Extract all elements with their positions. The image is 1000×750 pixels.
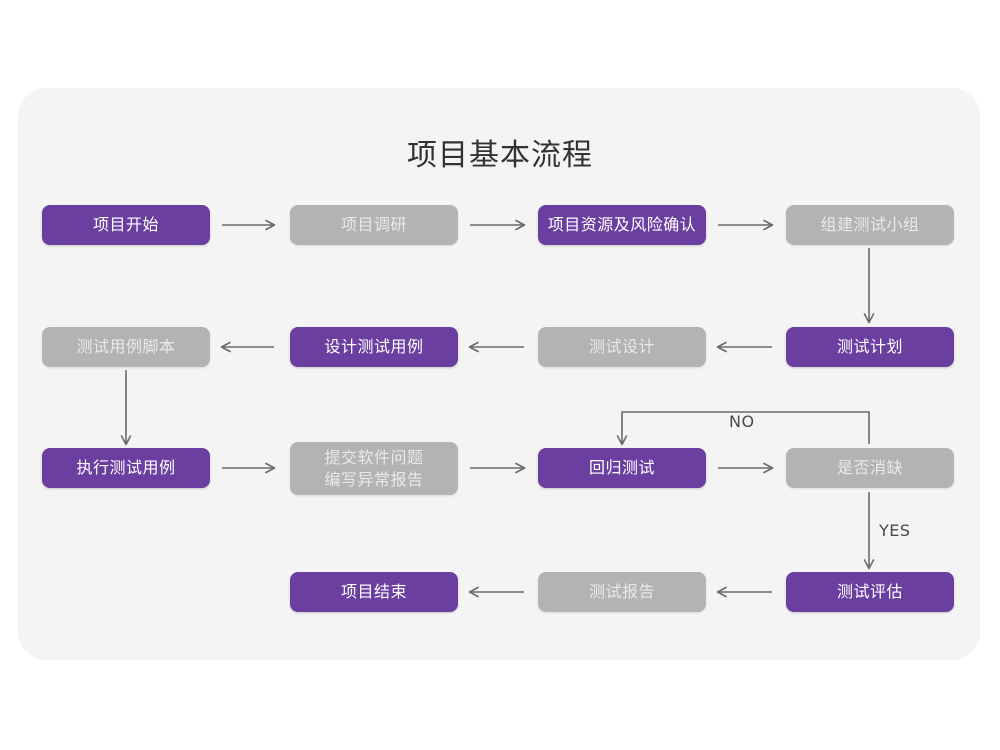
- edge-label-no: NO: [729, 412, 755, 431]
- node-test-design[interactable]: 测试设计: [538, 327, 706, 367]
- node-test-plan[interactable]: 测试计划: [786, 327, 954, 367]
- node-design-testcase[interactable]: 设计测试用例: [290, 327, 458, 367]
- node-defect-cleared[interactable]: 是否消缺: [786, 448, 954, 488]
- flowchart-card: [18, 88, 980, 660]
- node-project-research[interactable]: 项目调研: [290, 205, 458, 245]
- node-project-end[interactable]: 项目结束: [290, 572, 458, 612]
- node-resource-risk-confirm[interactable]: 项目资源及风险确认: [538, 205, 706, 245]
- node-test-report[interactable]: 测试报告: [538, 572, 706, 612]
- node-regression-test[interactable]: 回归测试: [538, 448, 706, 488]
- node-submit-issue-report[interactable]: 提交软件问题 编写异常报告: [290, 442, 458, 495]
- node-execute-testcase[interactable]: 执行测试用例: [42, 448, 210, 488]
- edge-label-yes: YES: [879, 521, 911, 540]
- node-form-test-team[interactable]: 组建测试小组: [786, 205, 954, 245]
- node-project-start[interactable]: 项目开始: [42, 205, 210, 245]
- node-test-evaluation[interactable]: 测试评估: [786, 572, 954, 612]
- page-title: 项目基本流程: [407, 138, 593, 173]
- node-testcase-script[interactable]: 测试用例脚本: [42, 327, 210, 367]
